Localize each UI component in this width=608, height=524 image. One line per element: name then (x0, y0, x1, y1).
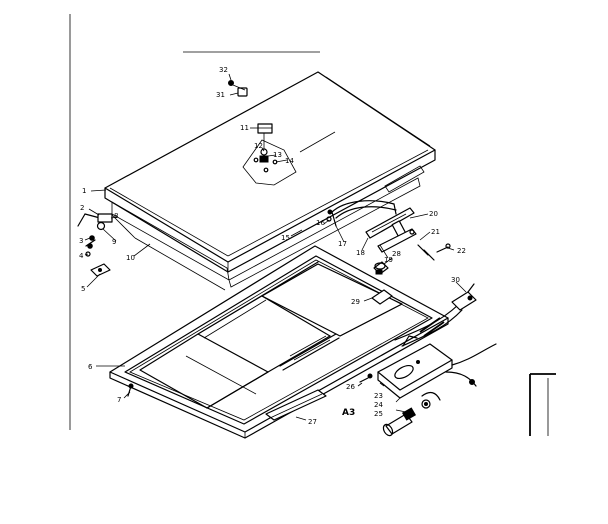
part-label-27: 27 (308, 418, 317, 426)
part-label-4: 4 (79, 252, 84, 260)
part-label-28: 28 (392, 250, 401, 258)
part-label-15: 15 (281, 234, 290, 242)
hinge-pin-9 (96, 221, 106, 231)
part-label-19: 19 (384, 256, 393, 264)
part-label-31: 31 (216, 91, 225, 99)
lock-plate (257, 123, 273, 134)
part-label-21: 21 (431, 228, 440, 236)
cabinet-frame (109, 245, 449, 439)
part-label-14: 14 (285, 157, 294, 165)
part-labels: 1 2 3 4 5 6 7 8 9 10 11 12 13 14 15 16 1… (79, 66, 466, 426)
fuse-cap (401, 407, 417, 421)
part-label-20: 20 (429, 210, 438, 218)
part-label-2: 2 (80, 204, 84, 212)
part-label-11: 11 (240, 124, 249, 132)
part-label-1: 1 (82, 187, 86, 195)
part-label-32: 32 (219, 66, 228, 74)
part-label-16: 16 (316, 219, 325, 227)
part-label-24: 24 (374, 401, 383, 409)
lid-liner (111, 214, 226, 291)
part-label-18: 18 (356, 249, 365, 257)
hinge-plate-21 (377, 228, 417, 253)
screw-31-32 (228, 80, 248, 97)
lid-gasket-end (384, 165, 425, 193)
part-label-7: 7 (117, 396, 121, 404)
lock-body (259, 155, 269, 163)
part-label-25: 25 (374, 410, 383, 418)
left-hinge-parts (77, 213, 113, 277)
hinge-spring-parts (377, 220, 451, 261)
electrical-assembly (359, 261, 497, 437)
handle-grip (331, 200, 395, 213)
handle-bar (365, 207, 415, 239)
screw-head (228, 80, 234, 86)
part-label-10: 10 (126, 254, 135, 262)
part-label-17: 17 (338, 240, 347, 248)
part-label-3: 3 (79, 237, 83, 245)
part-label-13: 13 (273, 151, 282, 159)
lid-gasket-front (228, 177, 421, 288)
part-label-29: 29 (351, 298, 360, 306)
fuse-clip (421, 399, 431, 409)
part-label-30: 30 (451, 276, 460, 284)
lid-handle (326, 200, 415, 239)
part-label-26: 26 (346, 383, 355, 391)
lid-assembly (104, 71, 436, 288)
part-label-5: 5 (81, 285, 85, 293)
part-label-22: 22 (457, 247, 466, 255)
trim-strip-27 (265, 389, 327, 421)
part-label-9: 9 (112, 238, 116, 246)
edge-fragment (529, 373, 556, 436)
thermostat-dial (394, 364, 414, 380)
part-label-23: 23 (374, 392, 383, 400)
leader-lines (84, 73, 467, 421)
lid-label-plate (242, 139, 297, 186)
part-label-12: 12 (254, 142, 263, 150)
figure-id: A3 (342, 408, 355, 418)
part-label-6: 6 (88, 363, 93, 371)
part-label-8: 8 (114, 212, 118, 220)
hinge-bracket-8 (97, 213, 113, 223)
